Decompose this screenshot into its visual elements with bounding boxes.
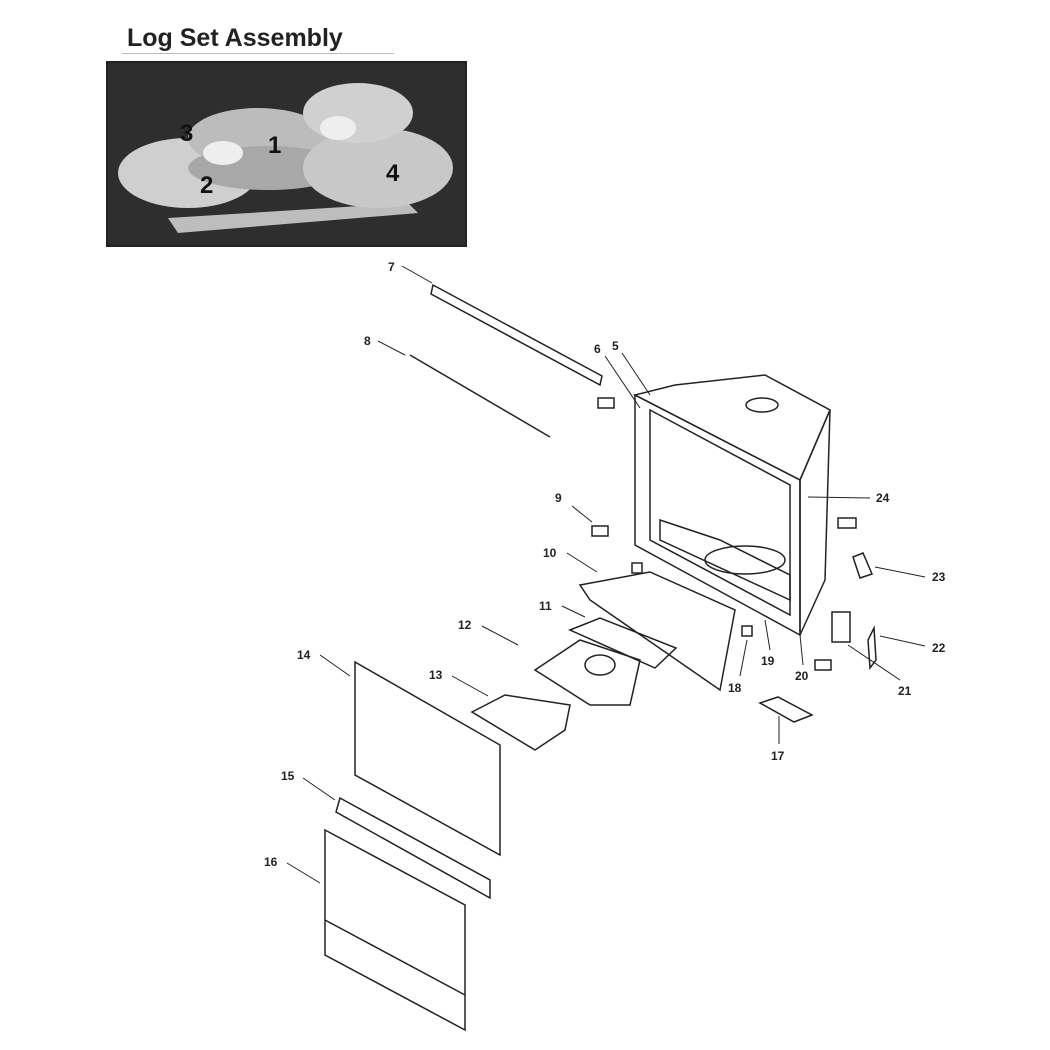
label-part-7: 7 [388,260,395,274]
label-part-15: 15 [281,769,295,783]
part-12-burner-assembly [533,639,641,706]
part-17-plate [758,696,814,723]
label-part-8: 8 [364,334,371,348]
leader-lines [286,265,926,884]
log-label-3: 3 [180,120,193,147]
part-clip [631,562,643,574]
label-part-9: 9 [555,491,562,505]
label-part-19: 19 [761,654,775,668]
label-part-17: 17 [771,749,785,763]
label-part-23: 23 [932,570,946,584]
part-22-cover [867,625,877,671]
log-label-4: 4 [386,160,400,187]
part-bracket [837,517,857,529]
part-9-bracket [591,525,609,537]
part-10-base-panel [578,571,736,692]
label-part-12: 12 [458,618,472,632]
part-bracket-6 [597,397,615,409]
label-part-16: 16 [264,855,278,869]
label-part-5: 5 [612,339,619,353]
label-part-21: 21 [898,684,912,698]
log-label-1: 1 [268,132,281,159]
part-15-trim [335,796,491,900]
label-part-13: 13 [429,668,443,682]
label-part-14: 14 [297,648,311,662]
part-bracket [814,659,832,671]
label-part-18: 18 [728,681,742,695]
label-part-20: 20 [795,669,809,683]
label-part-10: 10 [543,546,557,560]
part-23-plate [852,552,874,579]
label-part-22: 22 [932,641,946,655]
part-7-rail [430,283,603,387]
part-14-glass-frame [354,660,501,857]
part-18-clip [741,625,753,637]
part-8-rod [409,354,551,438]
log-label-2: 2 [200,172,213,199]
part-16-door [324,828,466,1032]
part-13-gasket [470,694,571,751]
part-21-box [831,611,851,643]
label-part-6: 6 [594,342,601,356]
title-underline [122,53,394,54]
log-set-photo: 1 2 3 4 [106,61,467,247]
label-part-24: 24 [876,491,890,505]
section-title: Log Set Assembly [127,24,343,52]
label-part-11: 11 [539,599,552,613]
firebox-body [632,374,831,637]
